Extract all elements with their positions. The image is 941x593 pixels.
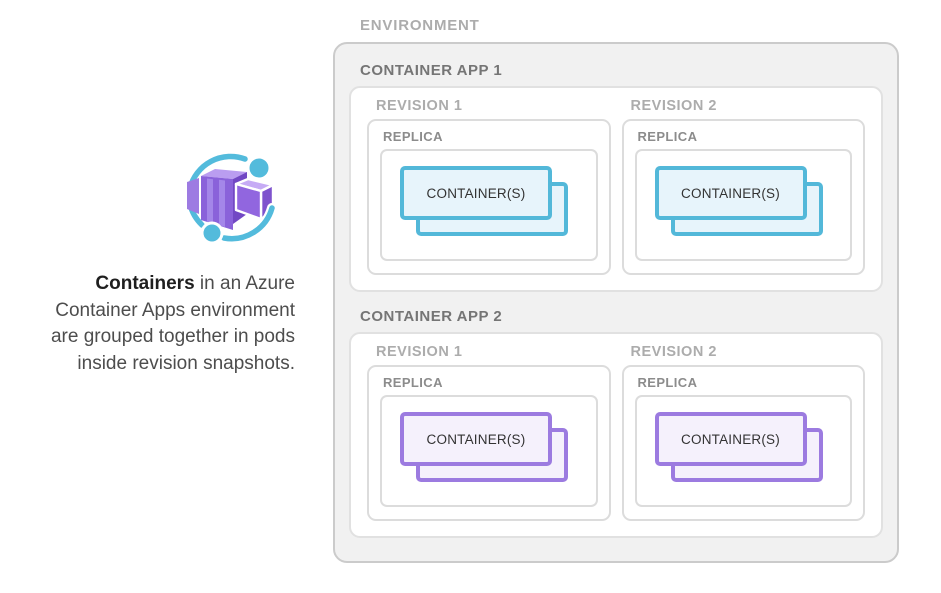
caption-line-1: Containers in an Azure xyxy=(95,273,295,294)
container-label: CONTAINER(S) xyxy=(681,185,780,201)
app1-rev1-replica-box: CONTAINER(S) xyxy=(380,149,598,261)
app2-revision-2-label: REVISION 2 xyxy=(630,344,717,360)
app1-rev2-replica-label: REPLICA xyxy=(637,129,698,144)
app1-rev2-replica-box: CONTAINER(S) xyxy=(634,149,852,261)
app2-revision-1: REVISION 1 REPLICA CONTAINER(S) xyxy=(367,344,611,522)
app2-rev2-replica-label: REPLICA xyxy=(637,375,698,390)
container-box-front: CONTAINER(S) xyxy=(400,412,552,466)
environment: ENVIRONMENT CONTAINER APP 1 REVISION 1 R… xyxy=(333,17,899,563)
container-box-front: CONTAINER(S) xyxy=(654,166,807,220)
app2-rev1-replica-label: REPLICA xyxy=(383,375,443,390)
container-app-2-box: REVISION 1 REPLICA CONTAINER(S) REVISION… xyxy=(349,332,883,538)
container-app-2-label: CONTAINER APP 2 xyxy=(360,308,503,325)
caption-line-3: are grouped together in pods xyxy=(50,326,295,347)
caption: Containers in an Azure Container Apps en… xyxy=(0,271,295,377)
container-app-1: CONTAINER APP 1 REVISION 1 REPLICA CONTA… xyxy=(349,62,883,292)
azure-container-apps-icon xyxy=(181,144,281,252)
container-app-1-label: CONTAINER APP 1 xyxy=(360,62,503,79)
app2-revision-1-box: REPLICA CONTAINER(S) xyxy=(367,365,611,521)
app1-revision-2: REVISION 2 REPLICA CONTAINER(S) xyxy=(621,98,865,276)
app2-rev1-replica-box: CONTAINER(S) xyxy=(380,395,598,507)
app2-revision-1-label: REVISION 1 xyxy=(376,344,463,360)
container-label: CONTAINER(S) xyxy=(681,431,780,447)
container-box-front: CONTAINER(S) xyxy=(400,166,552,220)
environment-label: ENVIRONMENT xyxy=(360,17,480,34)
app1-revision-1: REVISION 1 REPLICA CONTAINER(S) xyxy=(367,98,611,276)
container-app-2: CONTAINER APP 2 REVISION 1 REPLICA CONTA… xyxy=(349,308,883,538)
app1-rev1-replica-label: REPLICA xyxy=(383,129,443,144)
app1-revision-1-box: REPLICA CONTAINER(S) xyxy=(367,119,611,275)
caption-line-4: inside revision snapshots. xyxy=(77,352,295,374)
caption-bold: Containers xyxy=(95,273,195,294)
app2-revision-2-box: REPLICA CONTAINER(S) xyxy=(621,365,865,521)
app1-revision-1-label: REVISION 1 xyxy=(376,98,463,114)
app1-revision-2-box: REPLICA CONTAINER(S) xyxy=(621,119,865,275)
app2-revision-2: REVISION 2 REPLICA CONTAINER(S) xyxy=(621,344,865,522)
container-label: CONTAINER(S) xyxy=(426,185,526,201)
environment-box: CONTAINER APP 1 REVISION 1 REPLICA CONTA… xyxy=(333,42,899,563)
app2-rev2-replica-box: CONTAINER(S) xyxy=(634,395,852,507)
container-app-1-box: REVISION 1 REPLICA CONTAINER(S) REVISION… xyxy=(349,86,883,292)
container-box-front: CONTAINER(S) xyxy=(654,412,807,466)
app1-revision-2-label: REVISION 2 xyxy=(630,98,717,114)
container-label: CONTAINER(S) xyxy=(426,431,526,447)
caption-line-2: Container Apps environment xyxy=(55,299,295,321)
